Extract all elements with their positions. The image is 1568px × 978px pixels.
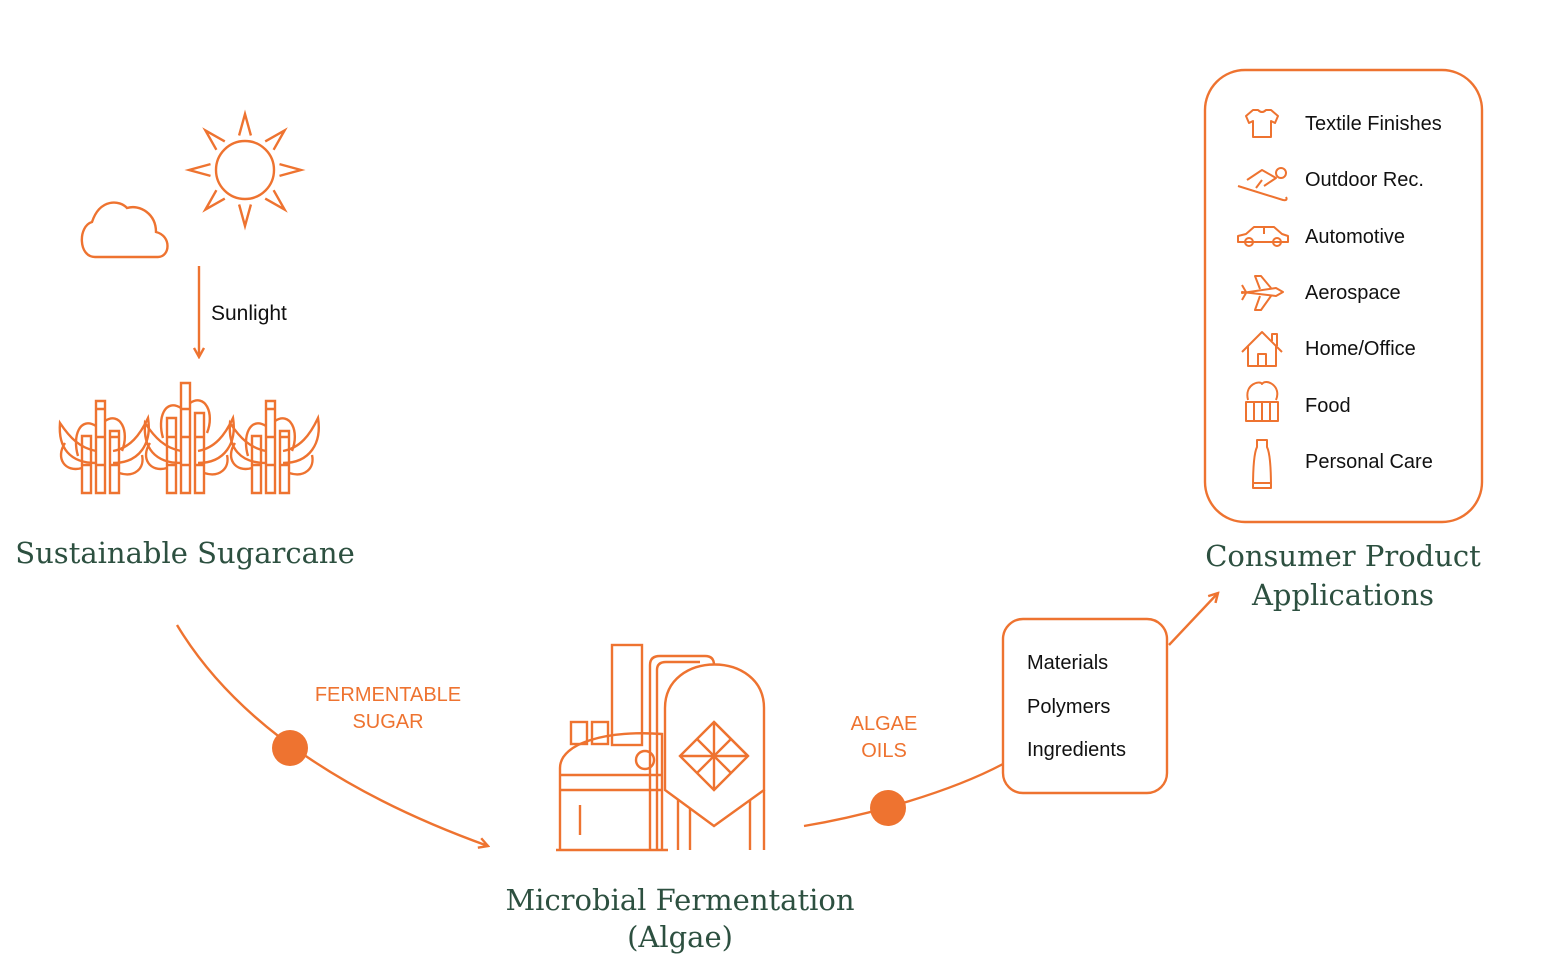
- house-icon: [1241, 331, 1283, 367]
- algae-oils-flow-line: [803, 762, 1004, 828]
- application-label: Textile Finishes: [1305, 113, 1442, 135]
- tube-icon: [1252, 439, 1272, 489]
- sugarcane-title: Sustainable Sugarcane: [15, 536, 354, 570]
- product-item-polymers: Polymers: [1027, 696, 1110, 718]
- application-label: Personal Care: [1305, 451, 1433, 473]
- consumer-title-line2: Applications: [1251, 578, 1434, 612]
- algae-label-line1: ALGAE: [851, 713, 918, 735]
- products-box: [1001, 617, 1169, 795]
- consumer-title-line1: Consumer Product: [1205, 539, 1481, 573]
- fermentation-plant-icon: [556, 643, 766, 852]
- applications-arrow: [1168, 593, 1218, 646]
- application-label: Food: [1305, 395, 1351, 417]
- sunlight-label: Sunlight: [211, 302, 287, 325]
- fermentable-sugar-node: [272, 730, 308, 766]
- fermentable-sugar-flow-arrow: [175, 624, 488, 846]
- algae-label-line2: OILS: [861, 740, 907, 762]
- cupcake-icon: [1245, 381, 1279, 422]
- skier-icon: [1237, 167, 1288, 202]
- fermentable-label-line1: FERMENTABLE: [315, 684, 461, 706]
- application-label: Automotive: [1305, 226, 1405, 248]
- application-label: Outdoor Rec.: [1305, 169, 1424, 191]
- application-label: Home/Office: [1305, 338, 1416, 360]
- fermentation-title-line1: Microbial Fermentation: [505, 883, 854, 917]
- cloud-icon: [80, 201, 169, 259]
- airplane-icon: [1241, 275, 1284, 311]
- sugarcane-icon: [58, 381, 320, 495]
- product-item-materials: Materials: [1027, 652, 1108, 674]
- sun-icon: [184, 109, 306, 231]
- shirt-icon: [1245, 109, 1279, 138]
- applications-box: [1203, 68, 1484, 524]
- fermentable-label-line2: SUGAR: [352, 711, 423, 733]
- algae-oils-node: [870, 790, 906, 826]
- product-item-ingredients: Ingredients: [1027, 739, 1126, 761]
- fermentation-title-line2: (Algae): [627, 920, 733, 954]
- car-icon: [1237, 226, 1289, 247]
- application-label: Aerospace: [1305, 282, 1401, 304]
